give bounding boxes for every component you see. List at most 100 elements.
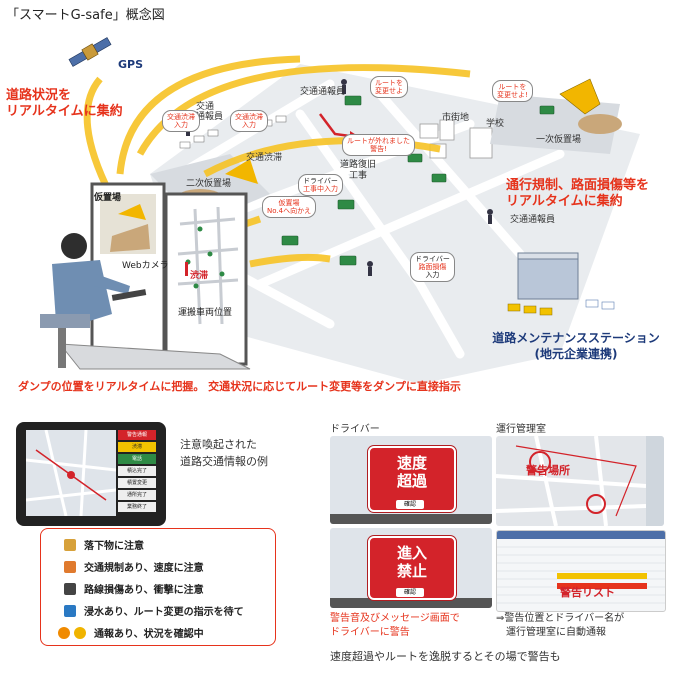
- control-map-lines: [496, 436, 664, 526]
- headline-right-line2: リアルタイムに集約: [506, 194, 623, 209]
- bubble-text: No.4へ向かえ: [267, 207, 312, 215]
- bubble-text: 入力: [174, 121, 188, 129]
- headline-left-line1: 道路状況を: [6, 88, 72, 103]
- legend-item-flooding: 浸水あり、ルート変更の指示を待て: [64, 603, 244, 618]
- driver-screen-footer: [330, 598, 492, 608]
- bubble-text: 工事中入力: [303, 185, 338, 193]
- driver-caption-line2: ドライバーに警告: [330, 627, 410, 638]
- urban-buildings: [419, 119, 493, 159]
- tablet-button-jam[interactable]: 渋滞: [118, 442, 156, 452]
- concept-illustration: [40, 37, 640, 384]
- figure-title: 「スマートG-safe」概念図: [6, 8, 165, 23]
- gps-label: GPS: [118, 58, 144, 71]
- driver-screen-footer: [330, 514, 492, 524]
- keyboard: [111, 289, 147, 301]
- bubble-off-route: ルートが外れました 警告!: [342, 134, 415, 156]
- excavator-icon: [559, 78, 601, 115]
- label-primary-yard: 一次仮置場: [536, 135, 582, 145]
- headline-right-line1: 通行規制、路面損傷等を: [506, 178, 650, 193]
- maintenance-station-building: [517, 258, 579, 300]
- warning-speeding-line1: 速度: [396, 454, 427, 472]
- bubble-driver-work: ドライバー 工事中入力: [298, 174, 343, 196]
- bubble-text: 変更せよ!: [497, 91, 528, 99]
- warning-no-entry-line2: 禁止: [396, 562, 427, 580]
- bubble-text: ドライバー: [415, 255, 450, 263]
- falling-object-icon: [64, 538, 76, 551]
- control-screen-map: [496, 436, 664, 526]
- desk: [58, 343, 251, 370]
- legend-item-falling-object: 落下物に注意: [64, 537, 144, 552]
- legend-label: 通報あり、状況を確認中: [94, 629, 204, 640]
- bubble-change-route: ルートを 変更せよ: [370, 76, 408, 98]
- label-traffic-staff-2: 交通 通報員: [196, 102, 224, 122]
- label-secondary-yard: 二次仮置場: [186, 179, 232, 189]
- legend-box: [40, 528, 276, 646]
- ok-button-1[interactable]: 確認: [396, 500, 424, 509]
- bubble-text: 入力: [425, 271, 440, 279]
- bubble-change-route-urgent: ルートを 変更せよ!: [492, 80, 533, 102]
- headline-left: 道路状況を リアルタイムに集約: [6, 88, 123, 120]
- instruction-text: ダンプの位置をリアルタイムに把握。 交通状況に応じてルート変更等をダンプに直接指…: [18, 380, 461, 393]
- tablet-button-phone[interactable]: 電話: [118, 454, 156, 464]
- tablet-button-load-done[interactable]: 積込完了: [118, 466, 156, 476]
- control-heading: 運行管理室: [496, 424, 546, 435]
- station-name: 道路メンテナンスステーション: [492, 331, 660, 345]
- bubble-jam-input-2: 交通渋滞 入力: [230, 110, 268, 132]
- driver-heading: ドライバー: [330, 424, 380, 435]
- label-urban: 市街地: [442, 113, 470, 123]
- tablet-button-arrival-done[interactable]: 通所完了: [118, 490, 156, 500]
- tablet-button-yard-change[interactable]: 積置変更: [118, 478, 156, 488]
- label-jam-marker: 渋滞: [190, 271, 209, 281]
- tablet-button-alert[interactable]: 警告通報: [118, 430, 156, 440]
- label-truck-position: 運搬車両位置: [178, 308, 233, 318]
- control-caption-line2: 運行管理室に自動通報: [506, 627, 606, 638]
- warning-list-label: 警告リスト: [560, 586, 615, 599]
- bubble-text: ルートが外れました: [347, 137, 410, 145]
- label-webcam: Webカメラ: [122, 261, 169, 271]
- alert-icon: [58, 626, 70, 639]
- headline-left-line2: リアルタイムに集約: [6, 104, 123, 119]
- label-temp-yard: 仮置場: [94, 193, 122, 203]
- legend-item-road-damage: 路線損傷あり、衝撃に注意: [64, 581, 204, 596]
- traffic-regulation-icon: [64, 560, 76, 573]
- monitor-map-lines: [177, 206, 239, 325]
- operator-figure: [40, 233, 130, 368]
- bubble-driver-damage: ドライバー 路面損傷 入力: [410, 252, 455, 282]
- driver-caption: 警告音及びメッセージ画面で ドライバーに警告: [330, 612, 460, 640]
- road-damage-icon: [64, 582, 76, 595]
- bubble-text: 警告!: [370, 145, 387, 153]
- station-vehicles: [507, 303, 553, 316]
- warning-no-entry: 進入 禁止: [368, 536, 456, 600]
- flooding-icon: [64, 604, 76, 617]
- tablet-button-end-work[interactable]: 業務終了: [118, 502, 156, 512]
- debris-pile: [578, 114, 622, 134]
- warning-speeding-line2: 超過: [396, 472, 427, 490]
- bottom-caption: 速度超過やルートを逸脱するとその場で警告も: [330, 650, 561, 663]
- legend-item-traffic-regulation: 交通規制あり、速度に注意: [64, 559, 204, 574]
- label-traffic-staff-1: 交通通報員: [300, 87, 346, 97]
- legend-label: 落下物に注意: [84, 541, 144, 552]
- bubble-text: 路面損傷: [418, 263, 447, 271]
- legend-label: 交通規制あり、速度に注意: [84, 563, 204, 574]
- bubble-yard-no4: 仮置場 No.4へ向かえ: [262, 196, 317, 218]
- driver-caption-line1: 警告音及びメッセージ画面で: [330, 613, 460, 624]
- bubble-text: ドライバー: [303, 177, 338, 185]
- control-caption: ⇒警告位置とドライバー名が 運行管理室に自動通報: [496, 612, 624, 640]
- bubble-text: ルートを: [375, 79, 403, 87]
- bubble-text: ルートを: [498, 83, 527, 91]
- station-subtitle: (地元企業連携): [534, 347, 618, 361]
- label-school: 学校: [486, 119, 505, 129]
- warning-place-label: 警告場所: [526, 464, 570, 477]
- bubble-text: 仮置場: [278, 199, 300, 207]
- label-traffic-staff-3: 交通通報員: [510, 215, 556, 225]
- legend-label: 路線損傷あり、衝撃に注意: [84, 585, 204, 596]
- satellite-icon: [68, 37, 112, 67]
- maintenance-station-label: 道路メンテナンスステーション (地元企業連携): [486, 330, 666, 362]
- headline-right: 通行規制、路面損傷等を リアルタイムに集約: [506, 178, 649, 210]
- legend-label: 浸水あり、ルート変更の指示を待て: [84, 607, 244, 618]
- label-road-restore: 道路復旧 工事: [340, 160, 377, 181]
- bubble-text: 交通渋滞: [167, 113, 195, 121]
- bubble-text: 交通渋滞: [235, 113, 263, 121]
- tablet-device: 警告通報 渋滞 電話 積込完了 積置変更 通所完了 業務終了: [16, 422, 166, 526]
- ok-button-2[interactable]: 確認: [396, 588, 424, 597]
